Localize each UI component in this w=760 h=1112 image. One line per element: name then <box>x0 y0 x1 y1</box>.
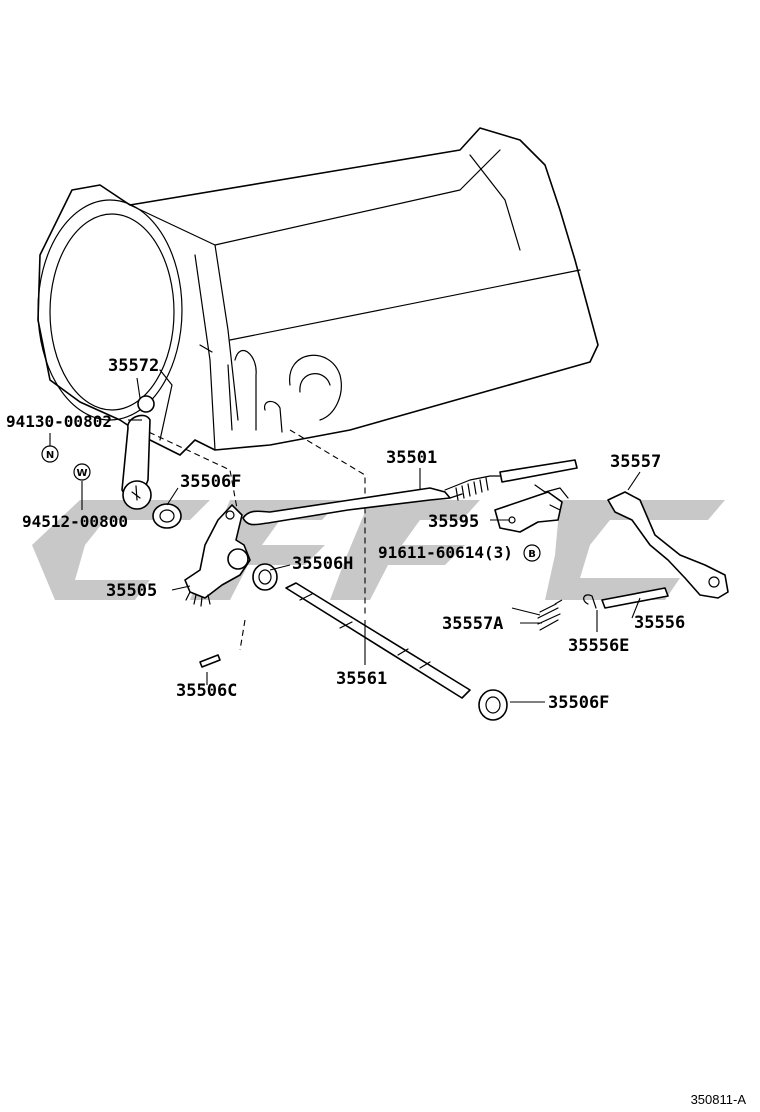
svg-text:N: N <box>46 450 54 461</box>
svg-text:B: B <box>528 549 536 560</box>
clip-35556e <box>583 594 597 609</box>
label-35506f-left: 35506F <box>180 472 241 492</box>
rod-bracket <box>494 484 569 533</box>
transmission-case <box>37 127 599 456</box>
label-94512-00800: 94512-00800 <box>22 512 128 531</box>
label-35595: 35595 <box>428 512 479 532</box>
label-35572: 35572 <box>108 356 159 376</box>
oil-seal-left <box>152 503 182 529</box>
control-rod <box>242 459 578 526</box>
symbol-w: W <box>73 463 91 481</box>
label-35506h: 35506H <box>292 554 353 574</box>
symbol-b: B <box>523 544 541 562</box>
svg-text:W: W <box>76 468 87 479</box>
label-35501: 35501 <box>386 448 437 468</box>
label-35556e: 35556E <box>568 636 629 656</box>
reference-code: 350811-A <box>691 1092 747 1107</box>
oil-seal-right <box>478 689 508 721</box>
manual-valve-shaft <box>285 582 471 699</box>
label-94130-00802: 94130-00802 <box>6 412 112 431</box>
label-35557: 35557 <box>610 452 661 472</box>
return-spring <box>511 599 563 631</box>
pin-35556 <box>601 587 669 609</box>
leader-lines <box>49 377 641 703</box>
label-35557a: 35557A <box>442 614 503 634</box>
label-35506c: 35506C <box>176 681 237 701</box>
manual-valve-lever <box>184 504 251 607</box>
label-35506f-right: 35506F <box>548 693 609 713</box>
label-35556: 35556 <box>634 613 685 633</box>
shift-lever <box>607 491 729 599</box>
pin-35506c <box>199 654 221 668</box>
detent-spring-lever <box>121 395 155 510</box>
alignment-lines <box>139 427 366 651</box>
symbol-n: N <box>41 445 59 463</box>
label-35561: 35561 <box>336 669 387 689</box>
label-35505: 35505 <box>106 581 157 601</box>
spacer-35506h <box>252 563 278 591</box>
label-91611-60614: 91611-60614(3) <box>378 543 513 562</box>
